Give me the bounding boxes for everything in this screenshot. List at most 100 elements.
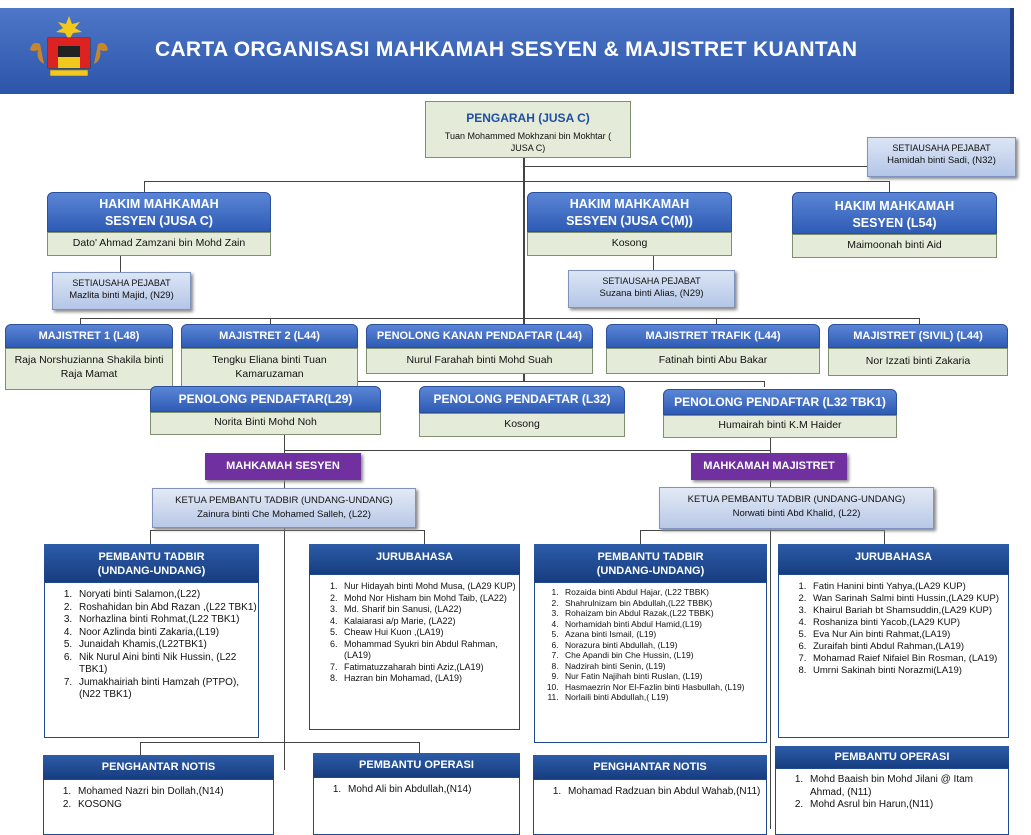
list-item: Kalaiarasi a/p Marie, (LA22) [340, 616, 519, 628]
panel-pembantu-operasi-majistret: PEMBANTU OPERASI Mohd Baaish bin Mohd Ji… [775, 746, 1009, 835]
list-item: Nik Nurul Aini binti Nik Hussin, (L22 TB… [75, 652, 258, 677]
majistret-name: Nurul Farahah binti Mohd Suah [366, 348, 593, 374]
majistret-name: Tengku Eliana binti Tuan Kamaruzaman [181, 348, 358, 390]
majistret-title: MAJISTRET 1 (L48) [5, 324, 173, 348]
panel-title-line-1: PEMBANTU TADBIR [98, 551, 205, 563]
hakim-box-2: HAKIM MAHKAMAH SESYEN (JUSA C(M)) Kosong [527, 192, 732, 256]
list-item: Mohammad Syukri bin Abdul Rahman,(LA19) [340, 639, 519, 662]
panel-title-line-1: PEMBANTU TADBIR [597, 551, 704, 563]
mahkamah-majistret-label: MAHKAMAH MAJISTRET [691, 453, 847, 480]
list-item: Junaidah Khamis,(L22TBK1) [75, 639, 258, 652]
list-item: Fatin Hanini binti Yahya,(LA29 KUP) [809, 581, 1008, 593]
list-item: Azana binti Ismail, (L19) [561, 629, 766, 640]
hakim-title: HAKIM MAHKAMAH SESYEN (JUSA C) [99, 197, 219, 228]
majistret-box-4: MAJISTRET TRAFIK (L44) Fatinah binti Abu… [606, 324, 820, 374]
panel-jurubahasa-sesyen: JURUBAHASA Nur Hidayah binti Mohd Musa, … [309, 544, 520, 730]
header-banner [0, 8, 1014, 94]
penolong-box-3: PENOLONG PENDAFTAR (L32 TBK1) Humairah b… [663, 389, 897, 438]
list-item: Noor Azlinda binti Zakaria,(L19) [75, 627, 258, 640]
ketua-name: Zainura binti Che Mohamed Salleh, (L22) [197, 509, 371, 520]
list-item: Norlaili binti Abdullah,( L19) [561, 692, 766, 703]
list-item: Roshaniza binti Yacob,(LA29 KUP) [809, 617, 1008, 629]
hakim-title: HAKIM MAHKAMAH SESYEN (JUSA C(M)) [566, 197, 693, 228]
panel-pembantu-operasi-sesyen: PEMBANTU OPERASI Mohd Ali bin Abdullah,(… [313, 753, 520, 835]
list-item: Mohd Nor Hisham bin Mohd Taib, (LA22) [340, 593, 519, 605]
list-item: Zuraifah binti Abdul Rahman,(LA19) [809, 641, 1008, 653]
majistret-title: MAJISTRET 2 (L44) [181, 324, 358, 348]
setiausaha-name: Mazlita binti Majid, (N29) [69, 290, 174, 301]
majistret-name: Nor Izzati binti Zakaria [828, 348, 1008, 376]
list-item: Md. Sharif bin Sanusi, (LA22) [340, 604, 519, 616]
mahkamah-sesyen-label: MAHKAMAH SESYEN [205, 453, 361, 480]
majistret-name: Fatinah binti Abu Bakar [606, 348, 820, 374]
hakim-box-3: HAKIM MAHKAMAH SESYEN (L54) Maimoonah bi… [792, 192, 997, 258]
penolong-title: PENOLONG PENDAFTAR(L29) [150, 386, 381, 412]
list-item: Mohamed Nazri bin Dollah,(N14) [74, 786, 273, 799]
list-item: Cheaw Hui Kuon ,(LA19) [340, 627, 519, 639]
majistret-title: MAJISTRET TRAFIK (L44) [606, 324, 820, 348]
list-item: Shahrulnizam bin Abdullah,(L22 TBBK) [561, 598, 766, 609]
panel-pembantu-tadbir-majistret: PEMBANTU TADBIR (UNDANG-UNDANG) Rozaida … [534, 544, 767, 743]
list-item: Nur Fatin Najihah binti Ruslan, (L19) [561, 671, 766, 682]
panel-penghantar-notis-sesyen: PENGHANTAR NOTIS Mohamed Nazri bin Dolla… [43, 755, 274, 835]
penolong-title: PENOLONG PENDAFTAR (L32) [419, 386, 625, 413]
setiausaha-name: Suzana binti Alias, (N29) [599, 288, 704, 299]
list-item: Rozaida binti Abdul Hajar, (L22 TBBK) [561, 587, 766, 598]
penolong-title: PENOLONG PENDAFTAR (L32 TBK1) [663, 389, 897, 415]
majistret-box-5: MAJISTRET (SIVIL) (L44) Nor Izzati binti… [828, 324, 1008, 376]
panel-title-line-1: JURUBAHASA [375, 551, 453, 563]
setiausaha-pengarah-box: SETIAUSAHA PEJABAT Hamidah binti Sadi, (… [867, 137, 1016, 177]
ketua-name: Norwati binti Abd Khalid, (L22) [732, 508, 861, 519]
panel-title: PEMBANTU OPERASI [775, 746, 1009, 768]
page-title: CARTA ORGANISASI MAHKAMAH SESYEN & MAJIS… [155, 38, 858, 61]
penolong-name: Norita Binti Mohd Noh [150, 412, 381, 435]
list-item: Rohaizam bin Abdul Razak,(L22 TBBK) [561, 608, 766, 619]
panel-pembantu-tadbir-sesyen: PEMBANTU TADBIR (UNDANG-UNDANG) Noryati … [44, 544, 259, 738]
list-item: Norhazlina binti Rohmat,(L22 TBK1) [75, 614, 258, 627]
penolong-name: Kosong [419, 413, 625, 437]
list-item: Noryati binti Salamon,(L22) [75, 589, 258, 602]
list-item: Roshahidan bin Abd Razan ,(L22 TBK1) [75, 602, 258, 615]
list-item: Fatimatuzzaharah binti Aziz,(LA19) [340, 662, 519, 674]
ketua-title: KETUA PEMBANTU TADBIR (UNDANG-UNDANG) [687, 494, 906, 505]
panel-title-line-2: (UNDANG-UNDANG) [596, 565, 705, 577]
list-item: Norazura binti Abdullah, (L19) [561, 640, 766, 651]
majistret-title: PENOLONG KANAN PENDAFTAR (L44) [366, 324, 593, 348]
list-item: Hasmaezrin Nor El-Fazlin binti Hasbullah… [561, 682, 766, 693]
list-item: Khairul Bariah bt Shamsuddin,(LA29 KUP) [809, 605, 1008, 617]
ketua-box-1: KETUA PEMBANTU TADBIR (UNDANG-UNDANG) Za… [152, 488, 416, 528]
panel-title-line-2: (UNDANG-UNDANG) [97, 565, 206, 577]
penolong-box-1: PENOLONG PENDAFTAR(L29) Norita Binti Moh… [150, 386, 381, 435]
list-item: Hazran bin Mohamad, (LA19) [340, 673, 519, 685]
list-item: Mohamad Raief Nifaiel Bin Rosman, (LA19) [809, 653, 1008, 665]
list-item: Mohd Baaish bin Mohd Jilani @ Itam Ahmad… [806, 774, 1008, 799]
list-item: Norhamidah binti Abdul Hamid,(L19) [561, 619, 766, 630]
list-item: Wan Sarinah Salmi binti Hussin,(LA29 KUP… [809, 593, 1008, 605]
list-item: Umrni Sakinah binti Norazmi(LA19) [809, 665, 1008, 677]
list-item: KOSONG [74, 799, 273, 812]
panel-title-line-1: JURUBAHASA [854, 551, 932, 563]
list-item: Eva Nur Ain binti Rahmat,(LA19) [809, 629, 1008, 641]
list-item: Mohd Ali bin Abdullah,(N14) [344, 784, 519, 797]
panel-title: PENGHANTAR NOTIS [43, 755, 274, 779]
list-item: Nur Hidayah binti Mohd Musa, (LA29 KUP) [340, 581, 519, 593]
list-item: Mohd Asrul bin Harun,(N11) [806, 799, 1008, 812]
hakim-name: Maimoonah binti Aid [792, 234, 997, 258]
coat-of-arms-icon [26, 14, 112, 80]
panel-penghantar-notis-majistret: PENGHANTAR NOTIS Mohamad Radzuan bin Abd… [533, 755, 767, 835]
list-item: Mohamad Radzuan bin Abdul Wahab,(N11) [564, 786, 766, 799]
list-item: Nadzirah binti Senin, (L19) [561, 661, 766, 672]
setiausaha-title: SETIAUSAHA PEJABAT [892, 143, 991, 153]
setiausaha-hakim-2: SETIAUSAHA PEJABAT Suzana binti Alias, (… [568, 270, 735, 308]
panel-jurubahasa-majistret: JURUBAHASA Fatin Hanini binti Yahya,(LA2… [778, 544, 1009, 738]
setiausaha-name: Hamidah binti Sadi, (N32) [887, 155, 996, 166]
majistret-box-1: MAJISTRET 1 (L48) Raja Norshuzianna Shak… [5, 324, 173, 390]
panel-title: PENGHANTAR NOTIS [533, 755, 767, 779]
hakim-name: Dato' Ahmad Zamzani bin Mohd Zain [47, 232, 271, 256]
penolong-box-2: PENOLONG PENDAFTAR (L32) Kosong [419, 386, 625, 437]
pengarah-box: PENGARAH (JUSA C) Tuan Mohammed Mokhzani… [425, 101, 631, 158]
ketua-title: KETUA PEMBANTU TADBIR (UNDANG-UNDANG) [175, 495, 393, 506]
majistret-box-3: PENOLONG KANAN PENDAFTAR (L44) Nurul Far… [366, 324, 593, 374]
setiausaha-title: SETIAUSAHA PEJABAT [72, 278, 171, 288]
majistret-title: MAJISTRET (SIVIL) (L44) [828, 324, 1008, 348]
